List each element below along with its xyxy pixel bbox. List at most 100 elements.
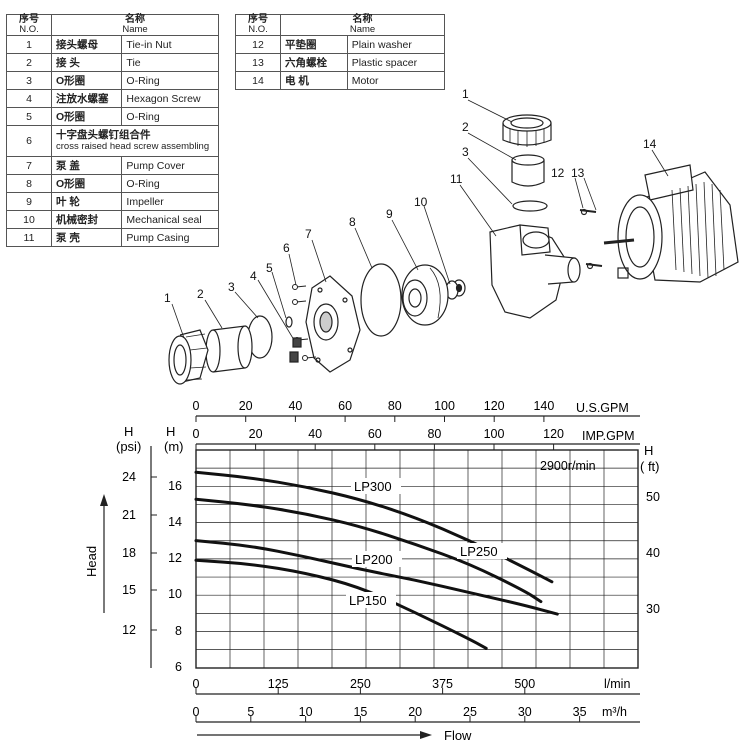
impeller-part — [401, 264, 449, 326]
bottom-axis-lpm-unit: l/min — [604, 677, 630, 691]
left-axis-m-label: H — [166, 424, 175, 439]
row-name-cn: 叶 轮 — [50, 192, 123, 211]
head-axis-label: Head — [84, 546, 99, 577]
tick-label: 0 — [193, 427, 200, 441]
callout-1-bottom: 1 — [164, 291, 171, 305]
tick-label: 20 — [249, 427, 263, 441]
lp300-label-bg — [351, 478, 401, 494]
callout-12: 12 — [551, 166, 565, 180]
row-name-cn: 十字盘头螺钉组合件 — [56, 129, 151, 141]
lp150-label: LP150 — [349, 593, 387, 608]
tick-label: 12 — [168, 551, 182, 565]
right-axis-ft-ticks: 50 40 30 — [646, 490, 660, 616]
speed-label: 2900r/min — [540, 459, 596, 473]
grid — [196, 450, 639, 668]
callout-9: 9 — [386, 207, 393, 221]
tie-bottom — [205, 325, 253, 373]
tick-label: 500 — [514, 677, 535, 691]
tick-label: 21 — [122, 508, 136, 522]
header-no-en: N.O. — [248, 24, 268, 35]
tick-label: 24 — [122, 470, 136, 484]
lp200-label: LP200 — [355, 552, 393, 567]
o-ring-large — [360, 263, 402, 337]
callout-7: 7 — [305, 227, 312, 241]
tick-label: 40 — [646, 546, 660, 560]
callout-5: 5 — [266, 261, 273, 275]
tick-label: 8 — [175, 624, 182, 638]
left-axis-psi-unit: (psi) — [116, 439, 141, 454]
tick-label: 0 — [193, 705, 200, 719]
row-name-en: Pump Casing — [121, 228, 219, 247]
leader-lines — [171, 99, 669, 341]
tick-label: 6 — [175, 660, 182, 674]
hexagon-screw-part — [289, 337, 302, 363]
row-name-en: Motor — [346, 71, 446, 90]
callout-11: 11 — [450, 172, 463, 186]
tick-label: 60 — [368, 427, 382, 441]
callout-6: 6 — [283, 241, 290, 255]
tie-in-nut-bottom — [168, 329, 209, 385]
tick-label: 80 — [427, 427, 441, 441]
callout-2-top: 2 — [462, 120, 469, 134]
o-ring-small — [285, 316, 293, 328]
flow-axis-label: Flow — [444, 728, 472, 743]
curve-lp250 — [194, 497, 543, 604]
callout-10: 10 — [414, 195, 428, 209]
tick-label: 60 — [338, 399, 352, 413]
flow-arrow-icon — [420, 731, 432, 739]
lp250-label-bg — [457, 543, 507, 559]
tick-label: 15 — [353, 705, 367, 719]
tick-label: 5 — [247, 705, 254, 719]
tick-label: 15 — [122, 583, 136, 597]
row-name-cn: O形圈 — [50, 174, 123, 193]
callout-numbers: 1 2 3 4 5 6 7 8 9 10 11 12 13 14 1 2 3 — [164, 87, 657, 305]
callout-1-top: 1 — [462, 87, 469, 101]
row-name-en: O-Ring — [121, 71, 219, 90]
pump-casing-part — [489, 224, 581, 319]
row-name-cn: 电 机 — [280, 71, 348, 90]
row-name-en: Plain washer — [346, 35, 446, 54]
lp150-label-bg — [346, 592, 396, 608]
top-axis-us-unit: U.S.GPM — [576, 401, 629, 415]
header-no-en: N.O. — [19, 24, 39, 35]
row-name-cn: 机械密封 — [50, 210, 123, 229]
curve-lp150 — [194, 558, 488, 650]
washer-bolt-parts — [579, 208, 603, 270]
tick-label: 50 — [646, 490, 660, 504]
tick-label: 30 — [646, 602, 660, 616]
row-name-cn: O形圈 — [50, 107, 123, 126]
left-axis-m-unit: (m) — [164, 439, 184, 454]
left-axis-psi-label: H — [124, 424, 133, 439]
row-name-en: cross raised head screw assembling — [56, 141, 210, 152]
o-ring-top — [512, 200, 548, 212]
tick-label: 120 — [484, 399, 505, 413]
tick-label: 0 — [193, 399, 200, 413]
tick-label: 0 — [193, 677, 200, 691]
header-name-cn: 名称 — [352, 14, 373, 25]
pump-cover-part — [305, 275, 361, 373]
tie-in-nut-top — [502, 114, 552, 147]
tick-label: 10 — [299, 705, 313, 719]
tick-label: 10 — [168, 587, 182, 601]
header-no-cn: 序号 — [19, 14, 39, 25]
tick-label: 140 — [533, 399, 554, 413]
tick-label: 30 — [518, 705, 532, 719]
tick-label: 40 — [308, 427, 322, 441]
tick-label: 125 — [268, 677, 289, 691]
callout-14: 14 — [643, 137, 657, 151]
